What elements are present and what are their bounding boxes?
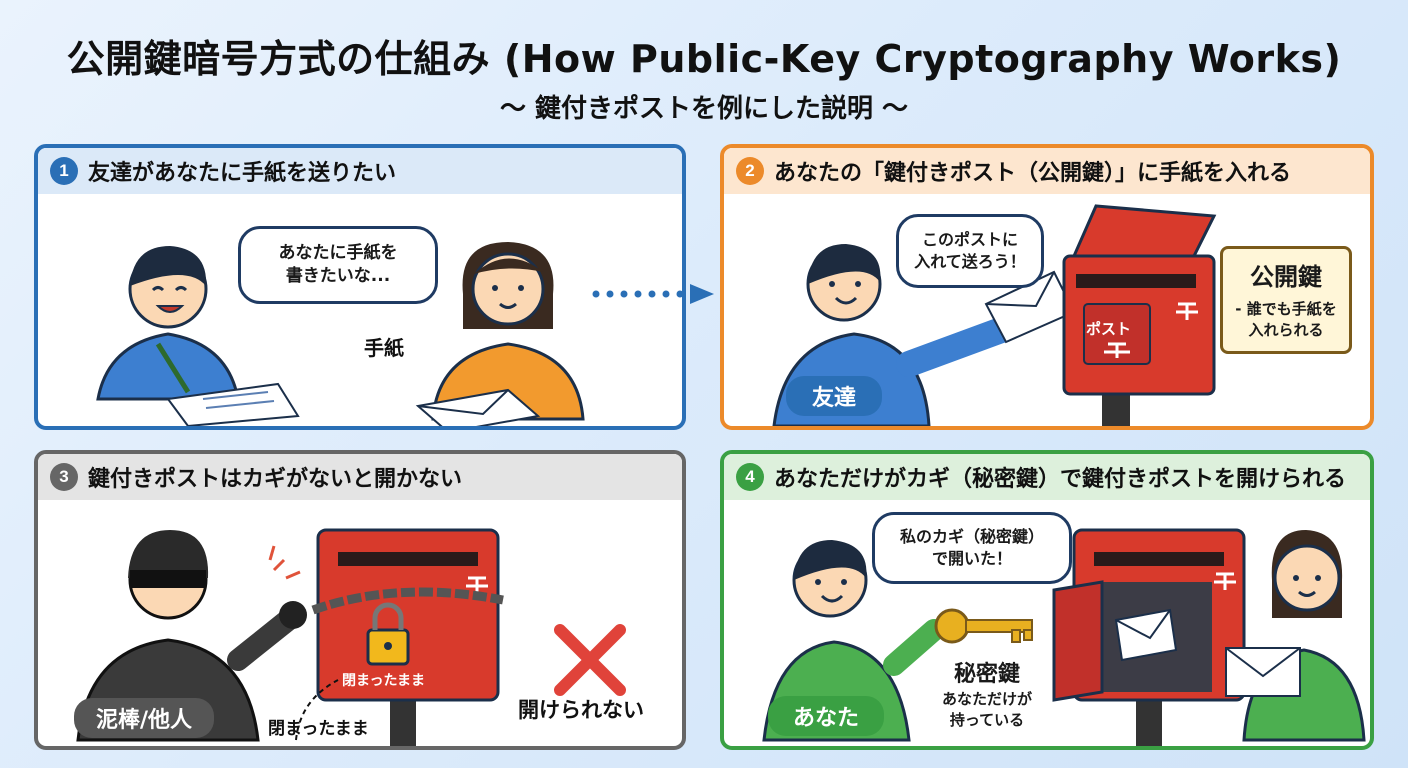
letter-envelope-icon (415, 388, 541, 426)
post-label: ポスト (1086, 320, 1132, 338)
public-key-box: 公開鍵 - 誰でも手紙を 入れられる (1220, 246, 1352, 354)
cannot-open-label: 開けられない (518, 698, 644, 722)
private-key-desc-1: あなただけが (941, 690, 1032, 708)
friend-boy-icon (96, 246, 240, 401)
panel-1-heading: 友達があなたに手紙を送りたい (88, 161, 397, 186)
bubble-line-1: このポストに (921, 230, 1018, 250)
panel-2-heading: あなたの「鍵付きポスト（公開鍵）」に手紙を入れる (774, 161, 1292, 186)
private-key-desc-2: 持っている (949, 711, 1025, 729)
bubble-line-2: 書きたいな... (285, 266, 391, 286)
panel-2-header: 2 あなたの「鍵付きポスト（公開鍵）」に手紙を入れる (724, 148, 1370, 194)
public-key-title: 公開鍵 (1250, 263, 1322, 291)
letter-label: 手紙 (364, 336, 404, 360)
panel-1-illustration (96, 242, 585, 426)
x-mark-icon (554, 624, 626, 696)
bubble-line-2: 入れて送ろう！ (914, 252, 1026, 271)
public-key-desc-1: - 誰でも手紙を (1235, 300, 1337, 318)
speech-bubble: 私のカギ（秘密鍵） で開いた！ (872, 512, 1072, 584)
open-mailbox-icon (1052, 528, 1246, 746)
panel-4-scene: 私のカギ（秘密鍵） で開いた！ 秘密鍵 あなただけが 持っている あなた (724, 500, 1370, 746)
private-key-label-group: 秘密鍵 あなただけが 持っている (922, 656, 1052, 730)
bubble-line-1: あなたに手紙を (278, 243, 398, 264)
speech-bubble: あなたに手紙を書きたいな... (238, 226, 438, 304)
page-title: 公開鍵暗号方式の仕組み (How Public-Key Cryptography… (66, 37, 1342, 81)
mailbox-icon (1062, 204, 1217, 426)
step-number-3: 3 (50, 463, 78, 491)
panel-3-header: 3 鍵付きポストはカギがないと開かない (38, 454, 682, 500)
locked-mailbox-icon (311, 528, 504, 746)
panel-step-3: 3 鍵付きポストはカギがないと開かない (34, 450, 686, 750)
panel-2-illustration (772, 204, 1217, 426)
page-subtitle: 〜 鍵付きポストを例にした説明 〜 (499, 94, 909, 124)
speech-bubble: このポストに入れて送ろう！ (896, 214, 1044, 288)
thief-tag: 泥棒/他人 (74, 698, 214, 738)
panel-1-header: 1 友達があなたに手紙を送りたい (38, 148, 682, 194)
panel-step-1: 1 友達があなたに手紙を送りたい (34, 144, 686, 430)
private-key-title: 秘密鍵 (953, 662, 1020, 687)
panel-2-scene: このポストに入れて送ろう！ ポスト 公開鍵 - 誰でも手紙を 入れられる 友達 (724, 194, 1370, 426)
bubble-line-2: で開いた！ (931, 549, 1012, 568)
you-woman-icon (1225, 530, 1366, 742)
step-number-1: 1 (50, 157, 78, 185)
public-key-desc-2: 入れられる (1248, 321, 1324, 339)
step-number-2: 2 (736, 157, 764, 185)
lock-label: 閉まったまま (342, 673, 426, 689)
you-tag: あなた (768, 696, 884, 736)
step-number-4: 4 (736, 463, 764, 491)
panel-1-scene: あなたに手紙を書きたいな... 手紙 (38, 194, 682, 426)
panel-step-2: 2 あなたの「鍵付きポスト（公開鍵）」に手紙を入れる (720, 144, 1374, 430)
closed-label: 閉まったまま (268, 719, 369, 739)
friend-tag: 友達 (786, 376, 882, 416)
private-key-icon (934, 608, 1033, 644)
panel-4-header: 4 あなただけがカギ（秘密鍵）で鍵付きポストを開けられる (724, 454, 1370, 500)
panel-3-heading: 鍵付きポストはカギがないと開かない (88, 467, 463, 492)
panel-4-heading: あなただけがカギ（秘密鍵）で鍵付きポストを開けられる (774, 467, 1347, 492)
flow-arrow-icon (592, 284, 714, 304)
panel-step-4: 4 あなただけがカギ（秘密鍵）で鍵付きポストを開けられる (720, 450, 1374, 750)
panel-3-scene: 閉まったまま 閉まったまま 開けられない 泥棒/他人 (38, 500, 682, 746)
bubble-line-1: 私のカギ（秘密鍵） (899, 527, 1044, 547)
